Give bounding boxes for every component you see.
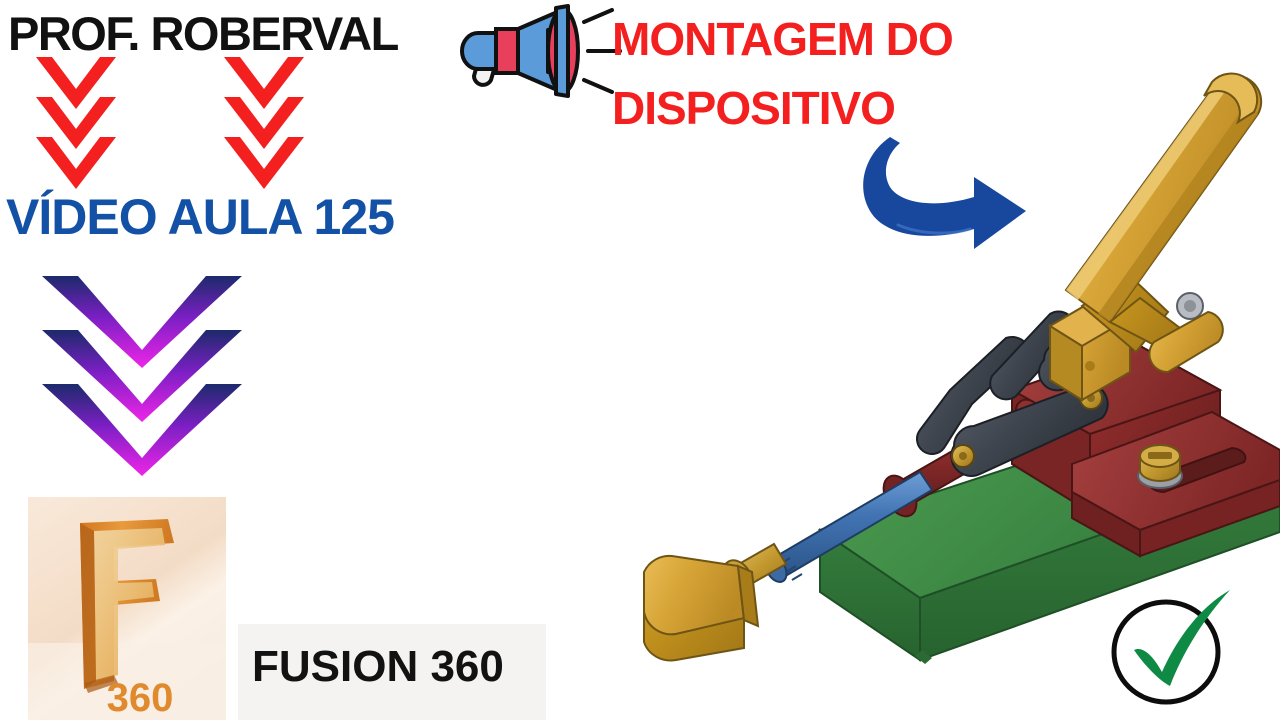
red-chevron-down-icon-secondary: [220, 55, 308, 190]
fusion-wordmark-label: FUSION 360: [252, 642, 504, 691]
curved-arrow-right-icon: [848, 125, 1038, 265]
fusion-wordmark-background: [238, 624, 546, 720]
svg-text:360: 360: [107, 676, 174, 720]
red-chevron-down-icon: [32, 55, 120, 190]
lesson-title: VÍDEO AULA 125: [6, 189, 395, 245]
fusion-360-logo-icon: 360: [28, 497, 226, 720]
topic-title-line-1: MONTAGEM DO: [612, 13, 954, 65]
toggle-clamp-assembly-render: [620, 60, 1280, 710]
topic-title-line-2: DISPOSITIVO: [612, 82, 896, 134]
megaphone-icon: [452, 2, 627, 100]
purple-chevron-down-icon: [32, 262, 252, 492]
check-circle-icon: [1108, 588, 1236, 710]
page-title: PROF. ROBERVAL: [8, 7, 399, 60]
